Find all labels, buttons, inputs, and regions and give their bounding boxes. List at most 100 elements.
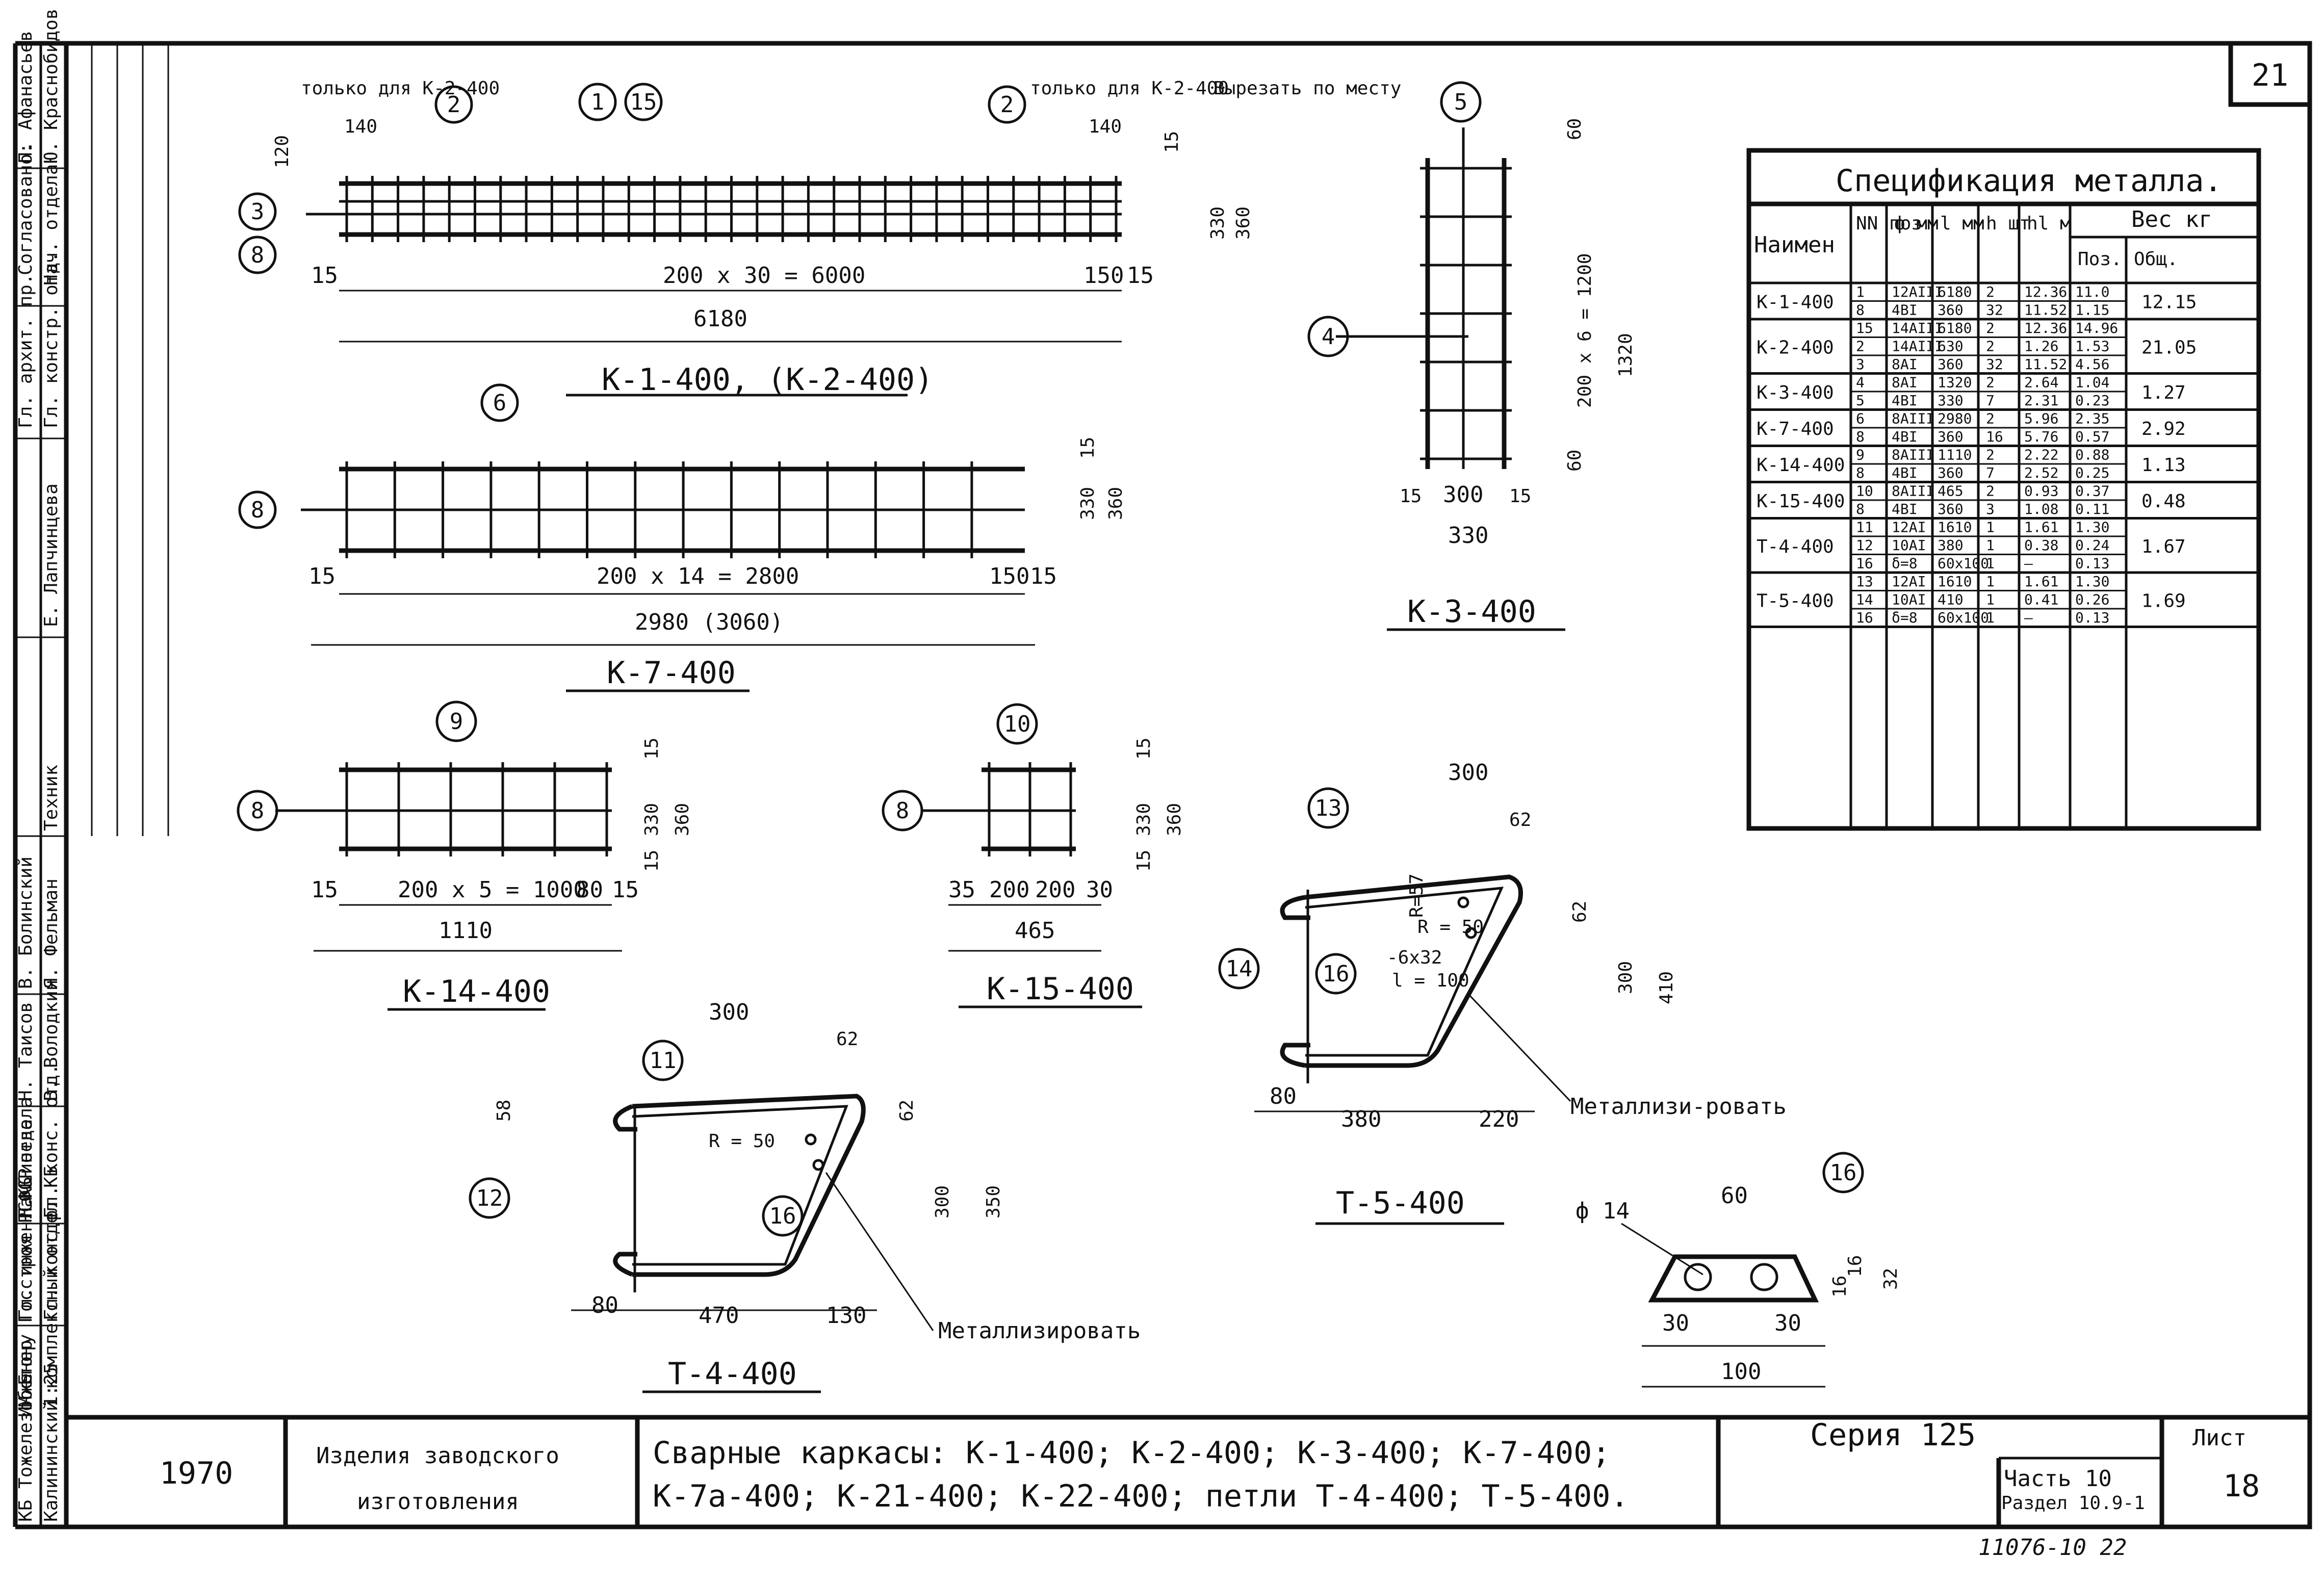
k1-dim-5: 15 xyxy=(1127,263,1154,289)
spec-cell: 0.13 xyxy=(2075,609,2109,626)
spec-cell: 1 xyxy=(1986,555,1995,572)
k1-dim-10: 140 xyxy=(344,116,377,137)
spec-group-total: 21.05 xyxy=(2141,337,2197,358)
spec-cell: 32 xyxy=(1986,356,2003,373)
k15-dim-7: 360 xyxy=(1164,803,1185,836)
t4-dim-2: 62 xyxy=(836,1029,858,1050)
spec-group-total: 1.27 xyxy=(2141,382,2186,403)
k14-dim-2: 1110 xyxy=(438,918,493,944)
spec-cell: 16 xyxy=(1856,555,1873,572)
spec-cell: 60х100 xyxy=(1938,555,1989,572)
k14-pos-1: 9 xyxy=(450,709,463,735)
drawing-k7-400: 200 х 14 = 2800 2980 (3060) 15 150 15 33… xyxy=(238,383,1126,692)
k1-dim-8: 15 xyxy=(1161,131,1182,153)
k15-dim-1: 35 xyxy=(948,877,975,903)
spec-header-3: l мм xyxy=(1940,213,1984,234)
sheet-frame xyxy=(13,41,2312,1529)
drawing-k15-400: 35 200 200 30 465 330 360 15 15 К-15-400… xyxy=(882,703,1185,1008)
name-2: Я. Фельман xyxy=(41,878,62,989)
spec-cell: 0.25 xyxy=(2075,464,2109,481)
k3-pos-1: 5 xyxy=(1454,89,1468,115)
k3-dim-5: 300 xyxy=(1443,482,1483,508)
k1-note-1: только для К-2-400 xyxy=(301,78,500,99)
k15-dim-6: 330 xyxy=(1133,803,1154,836)
t4-pos-1: 11 xyxy=(650,1048,677,1074)
spec-cell: 1.26 xyxy=(2024,338,2058,355)
spec-group-name: К-2-400 xyxy=(1757,337,1834,358)
k1-pos-1: 1 xyxy=(591,89,605,115)
k7-dim-3: 15 xyxy=(308,563,335,589)
k15-dim-2: 200 xyxy=(989,877,1029,903)
spec-cell: 11 xyxy=(1856,519,1873,536)
spec-group-name: Т-4-400 xyxy=(1757,536,1834,557)
k1-pos-6: 8 xyxy=(251,242,265,268)
k3-dim-4: 60 xyxy=(1564,450,1585,472)
spec-header-4: h шт xyxy=(1986,213,2030,234)
sheet-code: М-Б xyxy=(15,1374,36,1407)
spec-group-name: К-7-400 xyxy=(1757,419,1834,439)
spec-cell: 330 xyxy=(1938,392,1964,409)
t5-title: Т-5-400 xyxy=(1336,1185,1465,1221)
title-line-2: К-7а-400; К-21-400; К-22-400; петли Т-4-… xyxy=(653,1478,1629,1514)
org-line-2: изготовления xyxy=(357,1489,519,1515)
t4-dim-3: 58 xyxy=(494,1100,514,1122)
spec-cell: 2980 xyxy=(1938,410,1972,427)
spec-cell: 0.93 xyxy=(2024,483,2058,500)
spec-cell: 11.52 xyxy=(2024,302,2067,319)
spec-cell: 2.35 xyxy=(2075,410,2109,427)
k7-dim-4: 150 xyxy=(989,563,1029,589)
role-2: Гл. констр. КБ xyxy=(41,1166,62,1320)
plate-dim-6: 30 xyxy=(1662,1310,1689,1336)
spec-cell: 14АIII xyxy=(1892,320,1943,336)
spec-cell: 2.31 xyxy=(2024,392,2058,409)
spec-cell: 8АIII xyxy=(1892,410,1934,427)
t5-dim-7: l = 100 xyxy=(1392,970,1469,991)
k1-pos-5: 3 xyxy=(251,199,265,225)
spec-cell: — xyxy=(2024,555,2033,572)
spec-cell: 2 xyxy=(1856,338,1865,355)
spec-cell: 8 xyxy=(1856,302,1865,319)
t5-note: Металлизи-ровать xyxy=(1570,1094,1787,1120)
k14-pos-2: 8 xyxy=(251,798,265,824)
spec-cell: 12.36 xyxy=(2024,320,2067,336)
spec-cell: 11.0 xyxy=(2075,283,2109,300)
sheet-label: Лист xyxy=(2192,1425,2246,1451)
k7-pos-1: 6 xyxy=(493,390,507,416)
k1-pos-3: 2 xyxy=(447,92,461,118)
k3-dim-2: 1320 xyxy=(1615,333,1636,377)
k7-dim-7: 360 xyxy=(1105,487,1126,520)
t5-dim-10: 80 xyxy=(1270,1083,1297,1109)
t4-dim-1: 300 xyxy=(709,999,749,1025)
role-1: Гл. инжен. КБ xyxy=(15,1177,36,1320)
agreed-name-2: П. Афанасьев xyxy=(15,31,36,163)
spec-group-total: 2.92 xyxy=(2141,419,2186,439)
department: Калининский комплексный отдел xyxy=(41,1201,62,1522)
drawing-k3-400: 200 х 6 = 1200 1320 60 60 300 330 15 15 … xyxy=(1307,81,1636,631)
plate-dim-3: 16 xyxy=(1845,1255,1866,1277)
part: Часть 10 xyxy=(2004,1466,2112,1492)
k15-dim-8: 15 xyxy=(1133,738,1154,760)
spec-cell: 465 xyxy=(1938,483,1964,500)
k7-pos-2: 8 xyxy=(251,497,265,523)
spec-cell: 1110 xyxy=(1938,447,1972,463)
t5-dim-12: 220 xyxy=(1479,1106,1519,1132)
year: 1970 xyxy=(160,1456,234,1491)
k1-pos-4: 2 xyxy=(1000,92,1014,118)
spec-cell: 4ВI xyxy=(1892,501,1918,517)
spec-cell: 2 xyxy=(1986,338,1995,355)
section: Раздел 10.9-1 xyxy=(2001,1493,2145,1514)
spec-cell: — xyxy=(2024,609,2033,626)
spec-cell: 1610 xyxy=(1938,573,1972,590)
name-1: В. Болинский xyxy=(15,856,36,989)
spec-cell: 4ВI xyxy=(1892,392,1918,409)
sheet-number: 18 xyxy=(2223,1468,2260,1504)
role-5: Инженер xyxy=(15,1340,36,1417)
role-4: Гл. конс. отд. xyxy=(41,1064,62,1218)
spec-cell: 6180 xyxy=(1938,283,1972,300)
t4-dim-5: R = 50 xyxy=(709,1131,775,1152)
spec-cell: 8 xyxy=(1856,501,1865,517)
spec-cell: 0.13 xyxy=(2075,555,2109,572)
spec-cell: 10АI xyxy=(1892,537,1926,554)
spec-cell: δ=8 xyxy=(1892,555,1918,572)
plate-dim-8: 100 xyxy=(1721,1359,1761,1385)
